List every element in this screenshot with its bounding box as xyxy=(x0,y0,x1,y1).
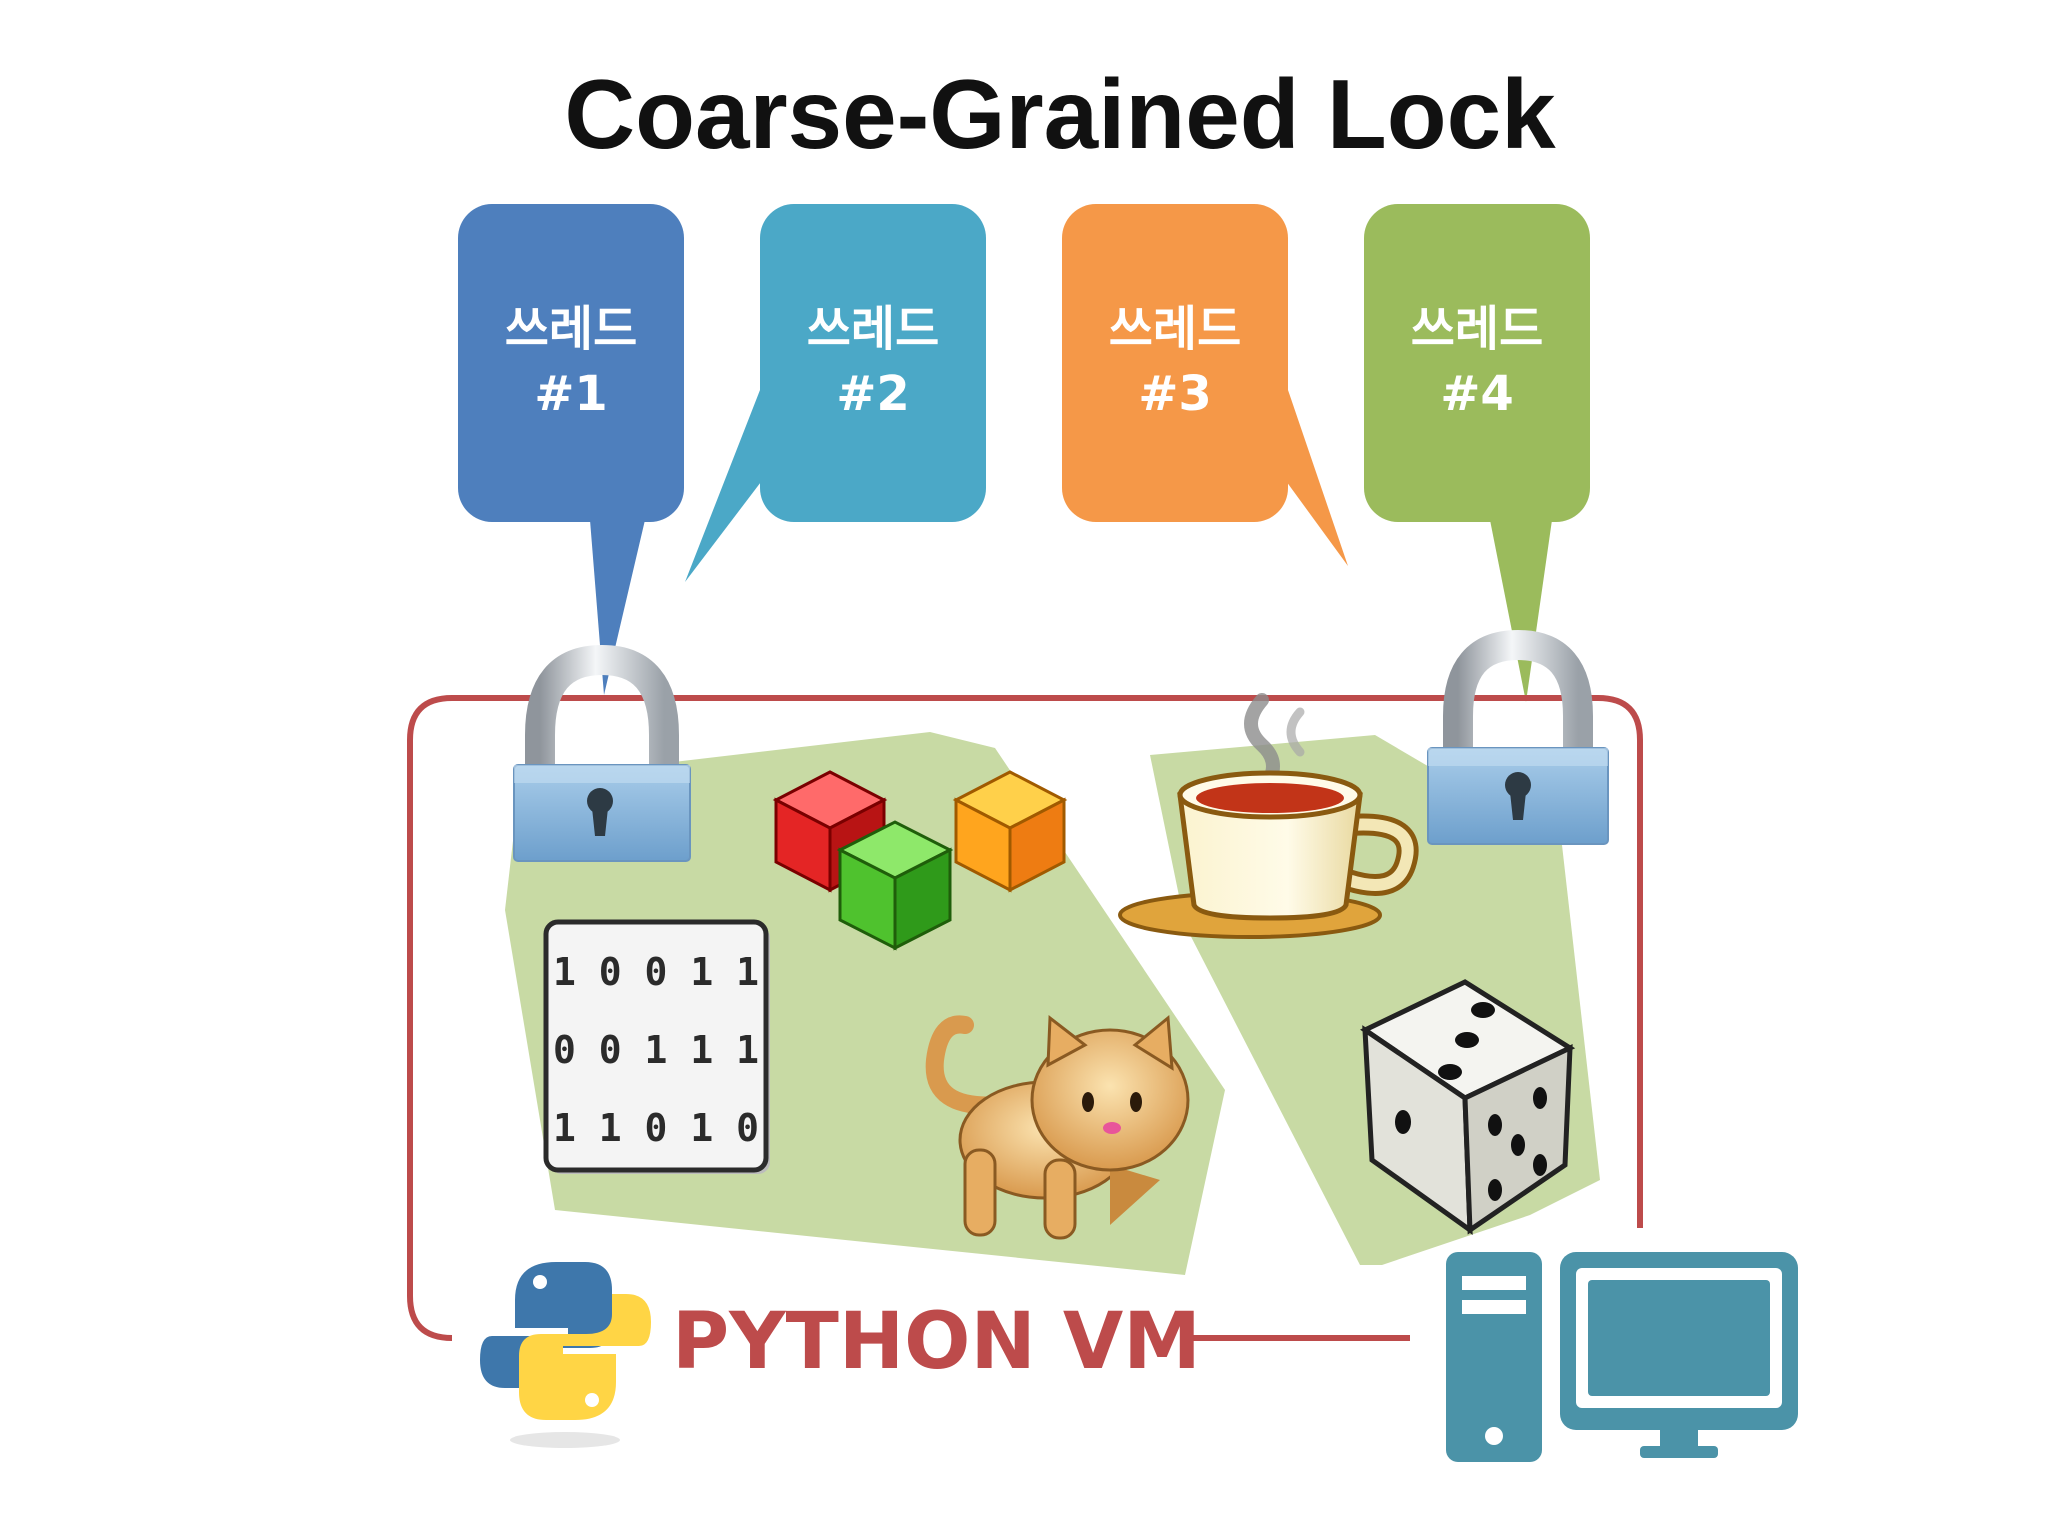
diagram-title: Coarse-Grained Lock xyxy=(564,59,1556,169)
python-logo-icon xyxy=(480,1262,651,1448)
thread-3-label: 쓰레드 xyxy=(1109,301,1241,357)
thread-bubble-1: 쓰레드 #1 xyxy=(458,204,684,695)
lock-icon xyxy=(513,644,691,862)
thread-4-label: 쓰레드 xyxy=(1411,301,1543,357)
lock-icon xyxy=(1427,629,1609,845)
binary-file-icon: 1 0 0 1 1 0 0 1 1 1 1 1 0 1 0 xyxy=(543,919,770,1174)
thread-2-label: 쓰레드 xyxy=(807,301,939,357)
thread-2-number: #2 xyxy=(836,366,910,422)
coffee-cup-icon xyxy=(1118,693,1419,939)
thread-bubble-2: 쓰레드 #2 xyxy=(685,204,986,582)
python-vm-label: PYTHON VM xyxy=(672,1297,1201,1387)
dice-icon xyxy=(1360,979,1576,1235)
cat-icon xyxy=(925,1015,1190,1240)
binary-row-1: 1 0 0 1 1 xyxy=(553,950,759,994)
python-vm-boundary xyxy=(407,695,1643,1341)
thread-3-number: #3 xyxy=(1138,366,1212,422)
thread-bubble-3: 쓰레드 #3 xyxy=(1062,204,1348,566)
thread-1-number: #1 xyxy=(534,366,608,422)
cubes-icon xyxy=(772,770,1068,951)
thread-4-number: #4 xyxy=(1440,366,1514,422)
thread-bubble-4: 쓰레드 #4 xyxy=(1364,204,1590,702)
computer-icon xyxy=(1446,1252,1798,1462)
thread-1-label: 쓰레드 xyxy=(505,301,637,357)
binary-row-3: 1 1 0 1 0 xyxy=(553,1106,759,1150)
binary-row-2: 0 0 1 1 1 xyxy=(553,1028,759,1072)
